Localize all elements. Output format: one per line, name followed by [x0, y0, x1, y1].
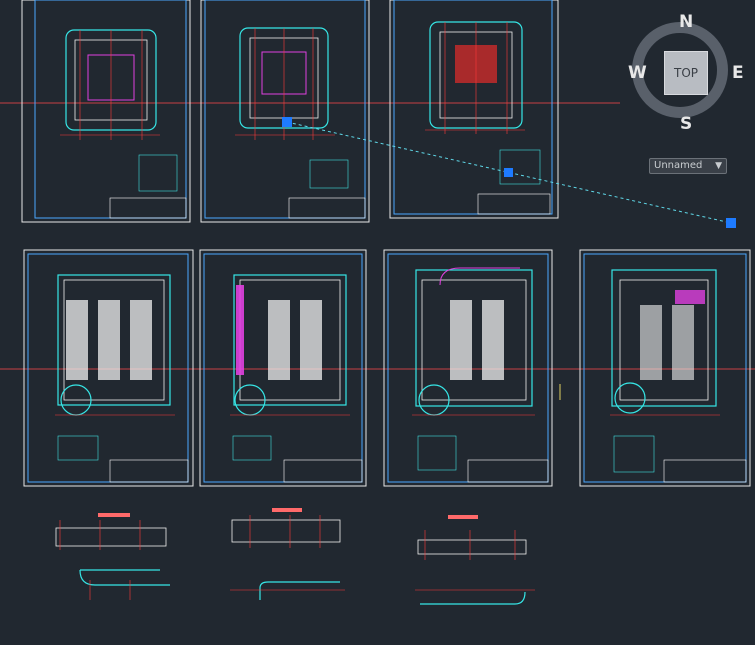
- ucs-label: Unnamed: [654, 160, 703, 171]
- legend-table-1: [138, 154, 178, 192]
- sheet-top-2[interactable]: [200, 0, 370, 223]
- chevron-down-icon: ▼: [715, 161, 722, 171]
- floor-plan-7: [610, 269, 720, 416]
- floor-plan-1: [60, 29, 160, 140]
- legend-table-2: [309, 159, 349, 189]
- sheet-mid-1[interactable]: [23, 249, 194, 487]
- legend-table-4: [57, 435, 99, 461]
- title-block-1: [109, 197, 187, 219]
- sheet-mid-4[interactable]: [579, 249, 751, 487]
- sheet-top-3[interactable]: [389, 0, 559, 219]
- compass-south-label[interactable]: S: [680, 114, 693, 134]
- title-block-7: [663, 459, 747, 483]
- sheet-top-1[interactable]: [21, 0, 191, 223]
- viewcube[interactable]: N S W E TOP: [628, 14, 744, 134]
- title-block-6: [467, 459, 549, 483]
- grip-handle-start[interactable]: [282, 117, 292, 127]
- floor-plan-6: [412, 267, 535, 416]
- compass-west-label[interactable]: W: [628, 63, 647, 83]
- sheet-mid-2[interactable]: [199, 249, 367, 487]
- section-detail-3: [415, 515, 535, 605]
- section-detail-2: [230, 508, 345, 600]
- floor-plan-5: [230, 274, 350, 416]
- compass-north-label[interactable]: N: [679, 12, 694, 32]
- legend-table-3: [499, 149, 541, 185]
- viewcube-top-face[interactable]: TOP: [664, 51, 708, 95]
- legend-table-5: [232, 435, 272, 461]
- legend-table-7: [613, 435, 655, 473]
- compass-east-label[interactable]: E: [732, 63, 744, 83]
- floor-plan-4: [55, 274, 175, 416]
- title-block-4: [109, 459, 189, 483]
- title-block-2: [288, 197, 366, 219]
- grip-handle-mid[interactable]: [504, 168, 513, 177]
- legend-table-6: [417, 435, 457, 471]
- section-detail-1: [55, 513, 170, 600]
- title-block-5: [283, 459, 363, 483]
- sheet-mid-3[interactable]: [383, 249, 553, 487]
- ucs-dropdown[interactable]: Unnamed ▼: [649, 158, 727, 174]
- title-block-3: [477, 193, 551, 215]
- floor-plan-3: [425, 21, 525, 134]
- compass-ring[interactable]: [632, 22, 728, 118]
- floor-plan-2: [235, 27, 335, 140]
- grip-handle-end[interactable]: [726, 218, 736, 228]
- rubberband-line: [286, 121, 732, 224]
